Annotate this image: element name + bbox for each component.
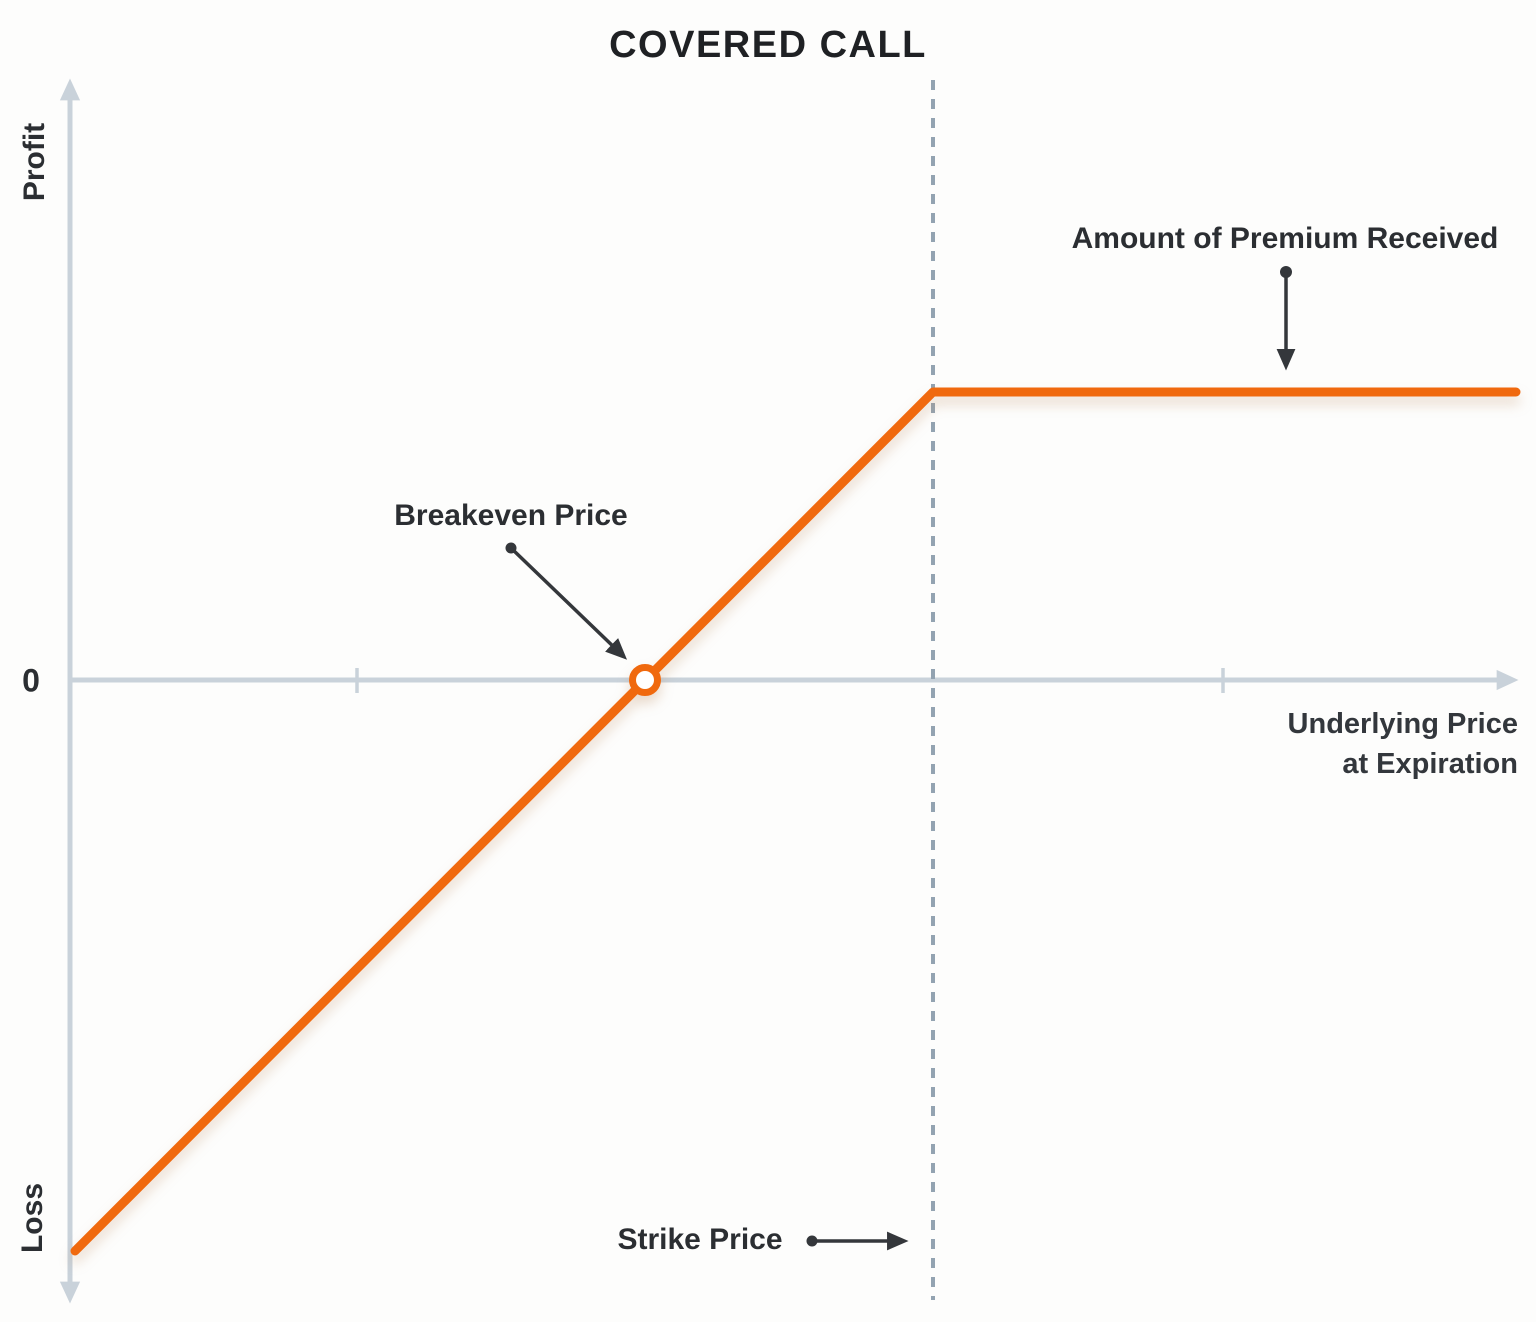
annotation-breakeven-label: Breakeven Price	[394, 499, 628, 532]
x-axis-label: Underlying Price at Expiration	[1288, 704, 1518, 784]
breakeven-marker	[629, 664, 661, 696]
x-axis-label-line2: at Expiration	[1342, 748, 1518, 780]
y-axis-label-profit: Profit	[18, 122, 51, 202]
x-axis-label-line1: Underlying Price	[1287, 708, 1518, 740]
y-axis-label-loss: Loss	[16, 1182, 49, 1254]
annotation-strike-label: Strike Price	[617, 1223, 783, 1256]
annotation-premium-label: Amount of Premium Received	[1071, 222, 1499, 255]
zero-label: 0	[22, 662, 40, 699]
breakeven-arrow-line	[509, 546, 628, 660]
payoff-line	[70, 387, 1521, 1256]
chart-title: COVERED CALL	[609, 24, 927, 66]
